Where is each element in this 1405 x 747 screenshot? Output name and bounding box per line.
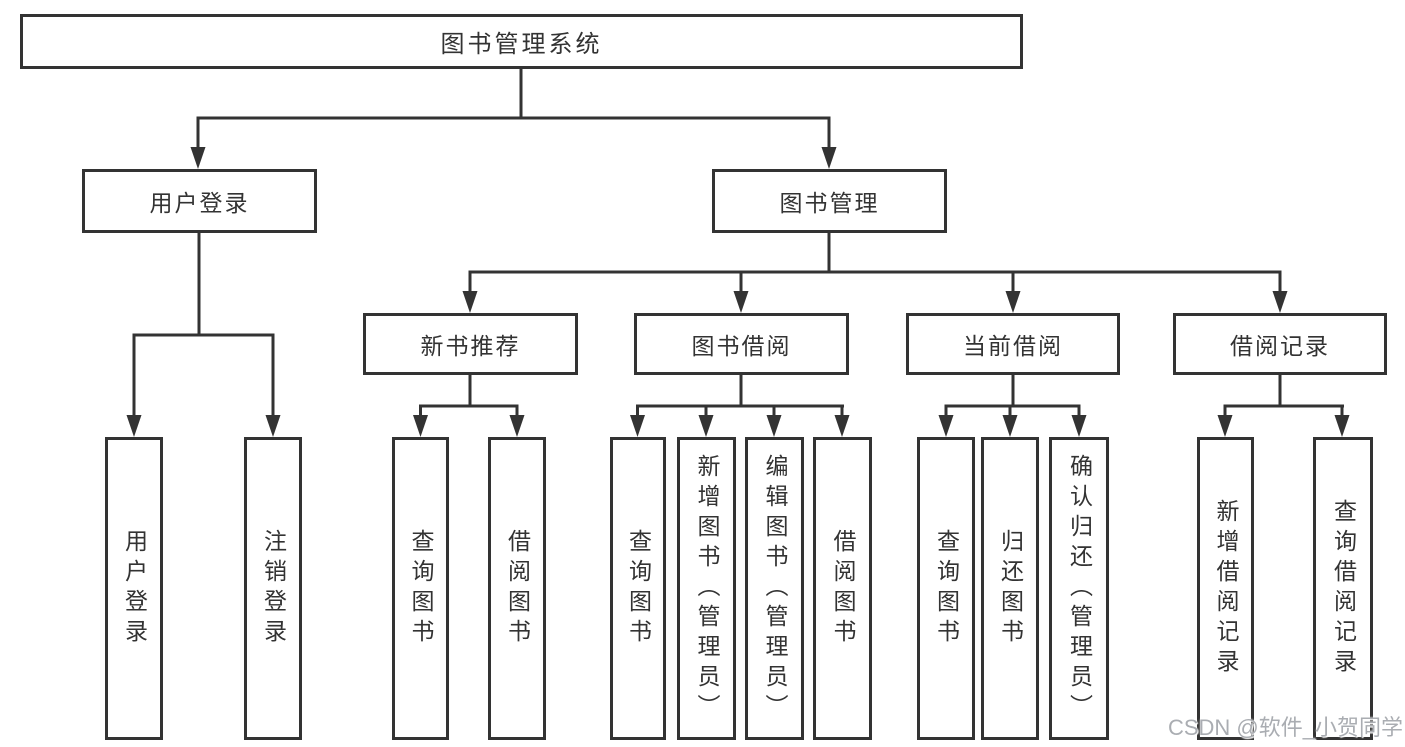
node-label: 借阅记录 (1230, 333, 1330, 359)
leaf-add-books-admin: 新增图书（管理员） (677, 437, 736, 740)
leaf-label: 编辑图书（管理员） (762, 453, 788, 724)
node-library-management-system: 图书管理系统 (20, 14, 1023, 69)
leaf-label: 归还图书 (997, 528, 1024, 649)
node-book-borrowing: 图书借阅 (634, 313, 849, 375)
leaf-borrow-books-borrowing: 借阅图书 (813, 437, 872, 740)
leaf-add-borrowing-record: 新增借阅记录 (1197, 437, 1254, 740)
node-label: 新书推荐 (420, 333, 521, 359)
node-user-login: 用户登录 (82, 169, 317, 233)
leaf-query-borrowing-record: 查询借阅记录 (1313, 437, 1373, 740)
leaf-query-books-recommend: 查询图书 (392, 437, 449, 740)
leaf-return-books: 归还图书 (981, 437, 1039, 740)
node-current-borrowing: 当前借阅 (906, 313, 1120, 375)
leaf-label: 新增图书（管理员） (694, 453, 720, 724)
node-label: 图书借阅 (691, 333, 792, 359)
leaf-label: 借阅图书 (504, 528, 531, 649)
leaf-confirm-return-admin: 确认归还（管理员） (1049, 437, 1109, 740)
leaf-edit-books-admin: 编辑图书（管理员） (745, 437, 804, 740)
leaf-label: 用户登录 (121, 528, 148, 649)
leaf-label: 查询图书 (408, 528, 434, 649)
leaf-query-books-current: 查询图书 (917, 437, 975, 740)
node-new-book-recommendation: 新书推荐 (363, 313, 578, 375)
node-label: 用户登录 (149, 190, 250, 216)
csdn-watermark: CSDN @软件_小贺同学 (1167, 715, 1403, 740)
leaf-borrow-books-recommend: 借阅图书 (488, 437, 546, 740)
leaf-label: 查询图书 (625, 528, 652, 649)
node-borrowing-records: 借阅记录 (1173, 313, 1387, 375)
leaf-logout-login: 注销登录 (244, 437, 302, 740)
leaf-label: 查询借阅记录 (1330, 498, 1357, 679)
node-label: 图书管理系统 (440, 31, 603, 58)
leaf-label: 注销登录 (260, 528, 287, 649)
leaf-label: 查询图书 (933, 528, 960, 649)
leaf-label: 借阅图书 (830, 528, 856, 649)
node-label: 当前借阅 (963, 333, 1063, 359)
leaf-query-books-borrowing: 查询图书 (610, 437, 666, 740)
leaf-label: 新增借阅记录 (1213, 498, 1239, 679)
node-label: 图书管理 (779, 190, 880, 216)
leaf-user-login: 用户登录 (105, 437, 163, 740)
node-book-management: 图书管理 (712, 169, 947, 233)
leaf-label: 确认归还（管理员） (1066, 453, 1093, 724)
